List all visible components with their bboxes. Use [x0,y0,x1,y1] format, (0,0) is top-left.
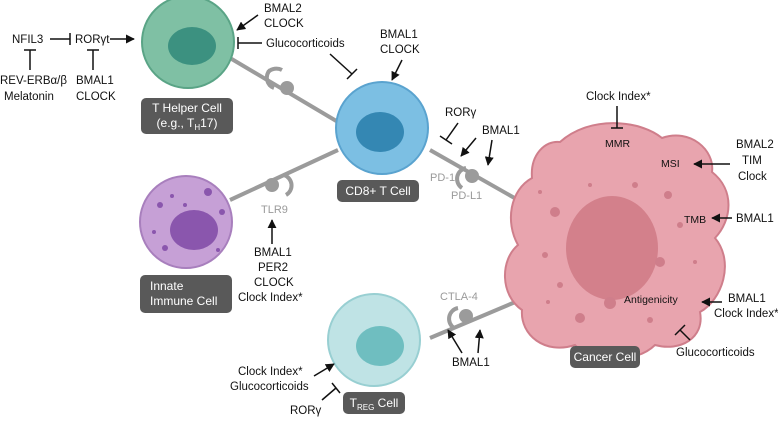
innate-label-line2: Immune Cell [150,294,217,308]
ctla4-bmal1-label: BMAL1 [452,357,490,369]
pd1-label: PD-1 [430,172,455,184]
treg-arrow [313,363,335,377]
rorgt-bmal1-label: BMAL1 [76,75,114,87]
pdl1-label: PD-L1 [451,190,482,202]
rorg-inhibits-treg [321,387,337,401]
cd8-t-cell [335,81,429,175]
treg-glucocorticoids-label: Glucocorticoids [230,381,309,393]
treg-cell [327,293,421,387]
antigenicity-clockindex-label: Clock Index* [714,308,778,320]
th-clock-arrow [236,14,259,31]
innate-label-box: Innate Immune Cell [140,275,232,313]
ctla4-arrow-right [474,329,484,354]
receptor-tlr9 [265,173,294,197]
innate-label-line1: Innate [150,279,184,293]
t-helper-label-line1: T Helper Cell [152,101,222,115]
receptors [264,66,479,330]
innate-immune-cell [139,175,233,269]
msi-tim-label: TIM [742,155,762,167]
rorgt-clock-label: CLOCK [76,91,116,103]
th-bmal2-label: BMAL2 [264,3,302,15]
tmb-bmal1-label: BMAL1 [736,213,774,225]
tmb-label: TMB [684,214,706,226]
t-helper-label-box: T Helper Cell (e.g., TH17) [141,98,233,134]
rorgt-label: RORγt [75,34,110,46]
tlr9-clockindex-label: Clock Index* [238,292,303,304]
nfil3-label: NFIL3 [12,34,43,46]
msi-label: MSI [661,158,680,170]
ctla4-arrow-left [447,329,463,354]
tlr9-label: TLR9 [261,204,288,216]
receptor-ctla4 [447,306,473,330]
tlr9-clock-label: CLOCK [254,277,294,289]
glucocorticoids-inhibit-cd8 [329,53,353,75]
antigenicity-bmal1-label: BMAL1 [728,293,766,305]
cd8-clock-arrow [391,59,403,81]
rorg-inhibits-pd1 [445,122,459,141]
cancer-cell [504,122,730,360]
treg-label-box: TREG Cell [343,392,405,414]
cd8-label: CD8+ T Cell [345,184,410,198]
tlr9-per2-label: PER2 [258,262,288,274]
bmal1-pd1-arrow [460,137,477,157]
cd8-label-box: CD8+ T Cell [337,180,419,202]
treg-label: TREG Cell [350,396,399,412]
msi-bmal2-label: BMAL2 [736,139,774,151]
th-clock-label: CLOCK [264,18,304,30]
antigenicity-label: Antigenicity [624,294,678,306]
msi-clock-label: Clock [738,171,767,183]
glucocorticoids-th-label: Glucocorticoids [266,38,345,50]
melatonin-label: Melatonin [4,91,54,103]
cancer-label-box: Cancer Cell [570,346,640,368]
pd-bmal1-label: BMAL1 [482,125,520,137]
mmr-clockindex-label: Clock Index* [586,91,651,103]
treg-clockindex-label: Clock Index* [238,366,303,378]
cd8-bmal1-label: BMAL1 [380,29,418,41]
receptor-pd1-pdl1 [455,166,479,190]
receptor-th-cd8 [264,66,294,95]
t-helper-label-line2: (e.g., TH17) [157,116,218,132]
t-helper-cell [141,0,235,89]
tlr9-bmal1-label: BMAL1 [254,247,292,259]
treg-cancer-connector [429,298,521,340]
bmal1-pdl1-arrow [484,139,494,166]
reverb-label: REV-ERBα/β [0,75,67,87]
treg-rorg-label: RORγ [290,405,322,417]
cd8-clock-label: CLOCK [380,44,420,56]
pd-rorg-label: RORγ [445,107,477,119]
cancer-label: Cancer Cell [574,350,637,364]
mmr-label: MMR [605,138,630,150]
ctla4-label: CTLA-4 [440,291,478,303]
cancer-glucocorticoids-label: Glucocorticoids [676,347,755,359]
glucocorticoids-inhibit-cancer [679,329,691,341]
